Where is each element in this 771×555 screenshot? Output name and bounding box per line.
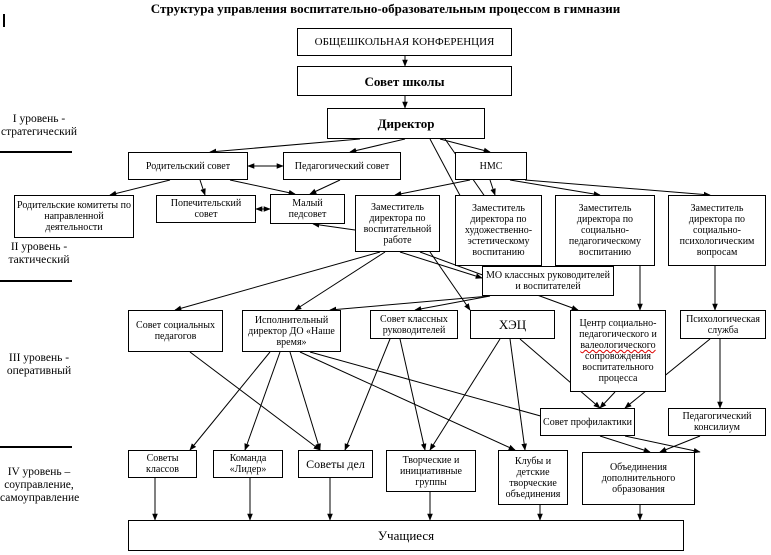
level-2-line1: II уровень - [10,241,68,253]
node-dep-psy: Заместитель директора по социально-психо… [668,195,766,266]
node-school-council: Совет школы [297,66,512,96]
node-leader-team: Команда «Лидер» [213,450,283,478]
node-small-ped: Малый педсовет [270,194,345,224]
node-ped-consilium: Педагогический консилиум [668,408,766,436]
node-psy-service: Психологическая служба [680,310,766,339]
diagram-title: Структура управления воспитательно-образ… [150,1,621,16]
node-prevention: Совет профилактики [540,408,635,436]
level-1-rule [0,151,72,153]
text-cursor [3,14,5,27]
level-3-label: III уровень - оперативный [0,352,78,378]
node-parent-council: Родительский совет [128,152,248,180]
center-text-post: сопровождения воспитательного процесса [582,351,654,384]
node-class-councils: Советы классов [128,450,197,478]
level-3-line1: III уровень - [8,352,70,364]
level-3-line2: оперативный [6,365,72,377]
center-text-wavy: валеологического [580,340,656,351]
node-mo-class: МО классных руководителей и воспитателей [482,266,614,296]
center-text: Центр социально-педагогического и валеол… [573,318,663,384]
node-director: Директор [327,108,485,139]
node-conference: ОБЩЕШКОЛЬНАЯ КОНФЕРЕНЦИЯ [297,28,512,56]
node-center: Центр социально-педагогического и валеол… [570,310,666,392]
level-4-line2: соуправление, [4,479,74,491]
node-hec: ХЭЦ [470,310,555,339]
node-parent-committees: Родительские комитеты по направленной де… [14,195,134,238]
level-4-label: IV уровень – соуправление, самоуправлени… [0,466,80,505]
node-exec-director: Исполнительный директор ДО «Наше время» [242,310,341,352]
node-nms: НМС [455,152,527,180]
node-dep-soc-ped: Заместитель директора по социально-педаг… [555,195,655,266]
level-4-line1: IV уровень – [7,466,71,478]
level-4-line3: самоуправление [0,492,80,504]
node-dep-art: Заместитель директора по художественно-э… [455,195,542,266]
level-2-label: II уровень - тактический [0,241,78,267]
node-creative-groups: Творческие и инициативные группы [386,450,476,492]
node-ped-council: Педагогический совет [283,152,401,180]
node-clubs: Клубы и детские творческие объединения [498,450,568,505]
level-3-rule [0,446,72,448]
level-1-line2: стратегический [0,126,77,138]
node-soc-ped-council: Совет социальных педагогов [128,310,223,352]
level-1-label: I уровень - стратегический [0,113,78,139]
node-affairs-councils: Советы дел [298,450,373,478]
center-text-pre: Центр социально-педагогического и [579,318,657,340]
level-2-rule [0,280,72,282]
node-additional-edu: Объединения дополнительного образования [582,452,695,505]
node-class-council: Совет классных руководителей [370,310,458,339]
node-dep-edu: Заместитель директора по воспитательной … [355,195,440,252]
level-2-line2: тактический [8,254,70,266]
node-trustees: Попечительский совет [156,195,256,223]
node-students: Учащиеся [128,520,684,551]
level-1-line1: I уровень - [12,113,66,125]
